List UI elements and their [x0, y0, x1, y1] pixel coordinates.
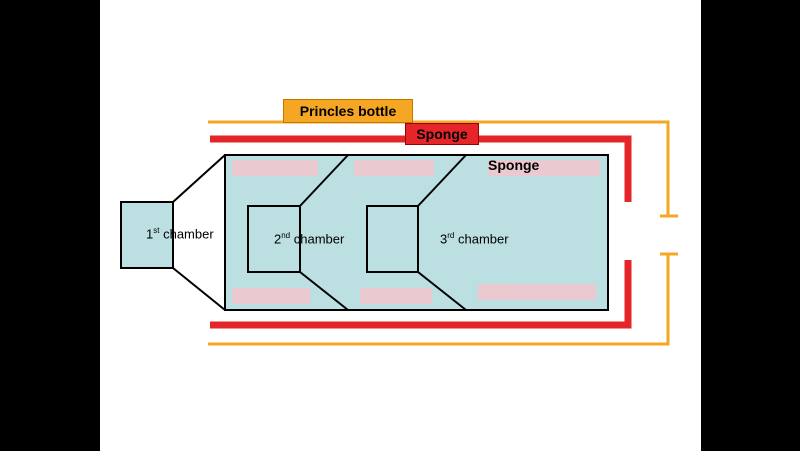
chamber-3-suffix: rd	[447, 231, 455, 240]
chamber-3-num: 3	[440, 231, 448, 247]
chamber-1-suffix: st	[153, 226, 160, 235]
speckle-patch	[232, 160, 318, 176]
chamber-3-box	[366, 205, 419, 273]
sponge-speckles	[232, 160, 600, 304]
funnel-2	[299, 154, 349, 311]
princles-bottle-label: Princles bottle	[283, 99, 413, 123]
chamber-3-word: chamber	[457, 231, 509, 247]
chamber-2-suffix: nd	[281, 231, 291, 240]
chamber-2-label: 2nd chamber	[274, 231, 344, 246]
funnel-1-bottom	[172, 267, 226, 311]
chamber-1-label: 1st chamber	[146, 226, 214, 241]
speckle-patch	[488, 160, 600, 176]
chamber-3-label: 3rd chamber	[440, 231, 509, 246]
funnel-2-bottom	[299, 271, 349, 311]
funnel-3-top	[417, 154, 467, 207]
funnel-3-bottom	[417, 271, 467, 311]
princles-bottle-text: Princles bottle	[299, 103, 397, 119]
sponge-lining-top	[210, 135, 632, 202]
chamber-1-num: 1	[146, 226, 154, 242]
chamber-2-box	[247, 205, 301, 273]
sponge-inner-label: Sponge	[488, 157, 540, 173]
sponge-lining-bottom	[210, 260, 632, 329]
chamber-2-word: chamber	[293, 231, 345, 247]
funnel-3	[417, 154, 467, 311]
chamber-1-box	[120, 201, 174, 269]
speckle-patch	[478, 284, 596, 300]
funnel-1-top	[172, 154, 226, 203]
sponge-outer-label: Sponge	[405, 123, 479, 145]
funnel-2-top	[299, 154, 349, 207]
chamber-1-word: chamber	[163, 226, 214, 242]
chamber-2-num: 2	[274, 231, 282, 247]
speckle-patch	[354, 160, 434, 176]
speckle-patch	[232, 288, 310, 304]
funnel-1	[172, 154, 226, 311]
speckle-patch	[360, 288, 432, 304]
bottle-outline-bottom	[208, 254, 670, 346]
sponge-outer-text: Sponge	[416, 126, 468, 142]
sponge-lining	[210, 135, 632, 329]
